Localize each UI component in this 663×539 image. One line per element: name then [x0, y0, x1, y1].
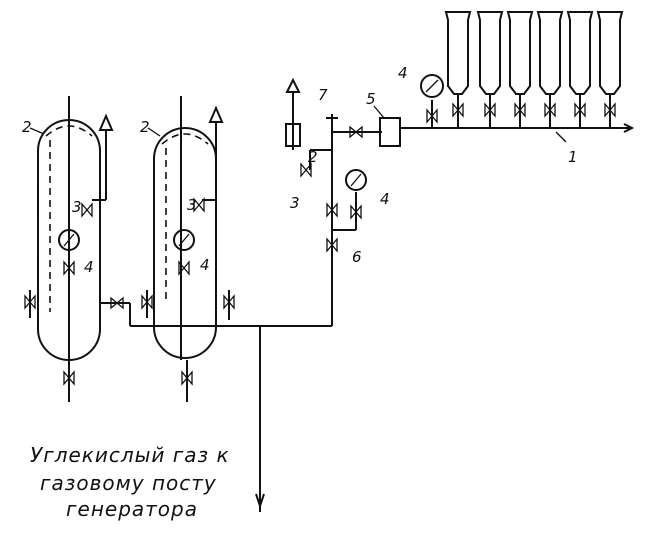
- callout-reducer: 2: [308, 148, 318, 166]
- gauge-left-icon: [58, 229, 80, 251]
- receiver-right: [141, 96, 235, 402]
- reducer-box: [285, 123, 301, 147]
- gauge-top-icon: [420, 74, 444, 98]
- callout-safety-valve-left: 3: [72, 198, 82, 216]
- caption-line-1: Углекислый газ к: [30, 443, 230, 467]
- callout-shutoff-valve: 7: [318, 86, 328, 104]
- gauge-mid-icon: [345, 169, 367, 191]
- callout-gauge-left: 4: [84, 258, 94, 276]
- caption-line-2: газовому посту: [40, 471, 217, 495]
- callout-manifold: 1: [568, 148, 578, 166]
- caption-line-3: генератора: [66, 497, 198, 521]
- filter-box: [379, 117, 401, 147]
- callout-receiver-right: 2: [140, 118, 150, 136]
- receiver-left: [24, 96, 130, 402]
- callout-gauge-top: 4: [398, 64, 408, 82]
- cylinder-1: [444, 11, 472, 128]
- cylinder-2: [476, 11, 504, 128]
- vent-arrow-mid-icon: [285, 77, 301, 93]
- callout-check-valve: 6: [352, 248, 362, 266]
- cylinder-6: [596, 11, 624, 128]
- supply-arrow-down-icon: [255, 493, 265, 510]
- callout-filter: 5: [366, 90, 376, 108]
- cylinder-manifold: [420, 11, 635, 143]
- gauge-right-icon: [173, 229, 195, 251]
- callout-gauge-right: 4: [200, 256, 210, 274]
- manifold-arrow-icon: [623, 123, 635, 133]
- riser-assembly: [285, 77, 448, 252]
- callout-receiver-left: 2: [22, 118, 32, 136]
- callout-gauge-mid: 4: [380, 190, 390, 208]
- callout-safety-valve-right: 3: [187, 196, 197, 214]
- safety-valve-left: [81, 203, 93, 217]
- collector-pipe: [129, 228, 333, 512]
- vent-arrow-left-icon: [98, 113, 114, 131]
- cylinder-5: [566, 11, 594, 128]
- cylinder-4: [536, 11, 564, 128]
- shutoff-valve: [326, 114, 338, 119]
- cylinder-3: [506, 11, 534, 128]
- vent-arrow-right-icon: [208, 105, 224, 123]
- callout-safety-valve-mid: 3: [290, 194, 300, 212]
